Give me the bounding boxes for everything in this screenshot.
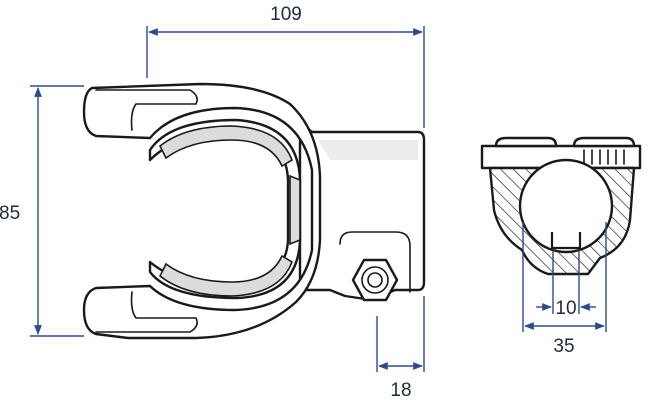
bolt-head	[361, 266, 389, 294]
dim-109-label: 109	[270, 4, 302, 25]
dim-35-label: 35	[553, 336, 574, 357]
dim-10-label: 10	[555, 298, 576, 319]
clamp-bolt	[351, 258, 399, 302]
bolt-thread	[367, 272, 383, 288]
flange-bolt-threads	[583, 149, 625, 165]
bolt-hex-nut	[351, 258, 399, 302]
slot-shade-bottom	[158, 254, 293, 297]
yoke-boss	[339, 231, 411, 293]
hub-shade	[318, 140, 418, 160]
dimension-lines	[30, 26, 607, 372]
slot-shade-top	[158, 125, 293, 168]
fork-bottom-arm	[95, 291, 198, 333]
yoke-fork	[82, 82, 322, 340]
bore-key-slot	[550, 232, 582, 250]
flange-tab-left	[494, 136, 558, 148]
yoke-side-view	[82, 82, 426, 340]
fork-top-arm	[95, 89, 198, 131]
yoke-section-view	[480, 136, 642, 276]
dimension-labels: 109 85 18 10 35	[0, 4, 577, 401]
section-bore	[518, 158, 614, 254]
flange-tab-right	[572, 136, 636, 148]
dim-85-label: 85	[0, 203, 20, 224]
dim-18-label: 18	[390, 380, 411, 401]
slot-shade-right	[289, 174, 301, 246]
